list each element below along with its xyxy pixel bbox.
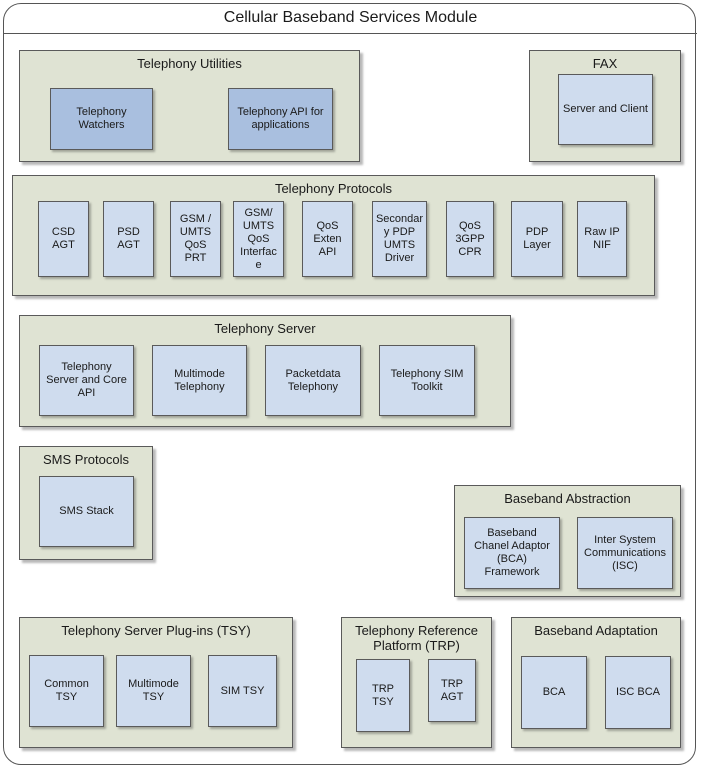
bca-box: BCA bbox=[521, 656, 587, 729]
fax-server-client-box: Server and Client bbox=[558, 74, 653, 145]
csd-agt-box: CSD AGT bbox=[38, 201, 89, 277]
pdp-layer-box: PDP Layer bbox=[511, 201, 563, 277]
qos-exten-api-box: QoS Exten API bbox=[302, 201, 353, 277]
multimode-telephony-box: Multimode Telephony bbox=[152, 345, 247, 416]
telephony-watchers-box: Telephony Watchers bbox=[50, 88, 153, 150]
group-title: Telephony Server Plug-ins (TSY) bbox=[61, 623, 251, 638]
baseband-abstraction-group: Baseband Abstraction Baseband Chanel Ada… bbox=[454, 485, 681, 597]
trp-tsy-box: TRP TSY bbox=[356, 659, 410, 732]
raw-ip-nif-box: Raw IP NIF bbox=[577, 201, 627, 277]
group-title: Telephony Protocols bbox=[274, 181, 393, 196]
tsy-group: Telephony Server Plug-ins (TSY) Common T… bbox=[19, 617, 293, 748]
telephony-api-box: Telephony API for applications bbox=[228, 88, 333, 150]
gsm-umts-qos-prt-box: GSM / UMTS QoS PRT bbox=[170, 201, 221, 277]
qos-3gpp-cpr-box: QoS 3GPP CPR bbox=[446, 201, 494, 277]
packetdata-telephony-box: Packetdata Telephony bbox=[265, 345, 361, 416]
telephony-protocols-group: Telephony Protocols CSD AGT PSD AGT GSM … bbox=[12, 175, 655, 296]
trp-group: Telephony Reference Platform (TRP) TRP T… bbox=[341, 617, 492, 748]
sms-protocols-group: SMS Protocols SMS Stack bbox=[19, 446, 153, 560]
trp-agt-box: TRP AGT bbox=[428, 659, 476, 722]
common-tsy-box: Common TSY bbox=[29, 655, 104, 727]
module-title: Cellular Baseband Services Module bbox=[4, 4, 697, 34]
group-title: Telephony Utilities bbox=[137, 56, 242, 71]
group-title: SMS Protocols bbox=[43, 452, 129, 467]
secondary-pdp-umts-driver-box: Secondar y PDP UMTS Driver bbox=[372, 201, 427, 277]
telephony-sim-toolkit-box: Telephony SIM Toolkit bbox=[379, 345, 475, 416]
multimode-tsy-box: Multimode TSY bbox=[116, 655, 191, 727]
group-title: Baseband Adaptation bbox=[534, 623, 658, 638]
group-title: Telephony Reference Platform (TRP) bbox=[355, 623, 478, 653]
fax-group: FAX Server and Client bbox=[529, 50, 681, 162]
group-title: Telephony Server bbox=[214, 321, 316, 336]
group-title: FAX bbox=[592, 56, 618, 71]
isc-bca-box: ISC BCA bbox=[605, 656, 671, 729]
bca-framework-box: Baseband Chanel Adaptor (BCA) Framework bbox=[464, 517, 560, 589]
baseband-adaptation-group: Baseband Adaptation BCA ISC BCA bbox=[511, 617, 681, 748]
telephony-server-group: Telephony Server Telephony Server and Co… bbox=[19, 315, 511, 427]
gsm-umts-qos-interface-box: GSM/ UMTS QoS Interfac e bbox=[233, 201, 284, 277]
inter-system-communications-box: Inter System Communications (ISC) bbox=[577, 517, 673, 589]
sms-stack-box: SMS Stack bbox=[39, 476, 134, 547]
telephony-utilities-group: Telephony Utilities Telephony Watchers T… bbox=[19, 50, 360, 162]
sim-tsy-box: SIM TSY bbox=[208, 655, 277, 727]
psd-agt-box: PSD AGT bbox=[103, 201, 154, 277]
telephony-server-core-api-box: Telephony Server and Core API bbox=[39, 345, 134, 416]
group-title: Baseband Abstraction bbox=[504, 491, 631, 506]
